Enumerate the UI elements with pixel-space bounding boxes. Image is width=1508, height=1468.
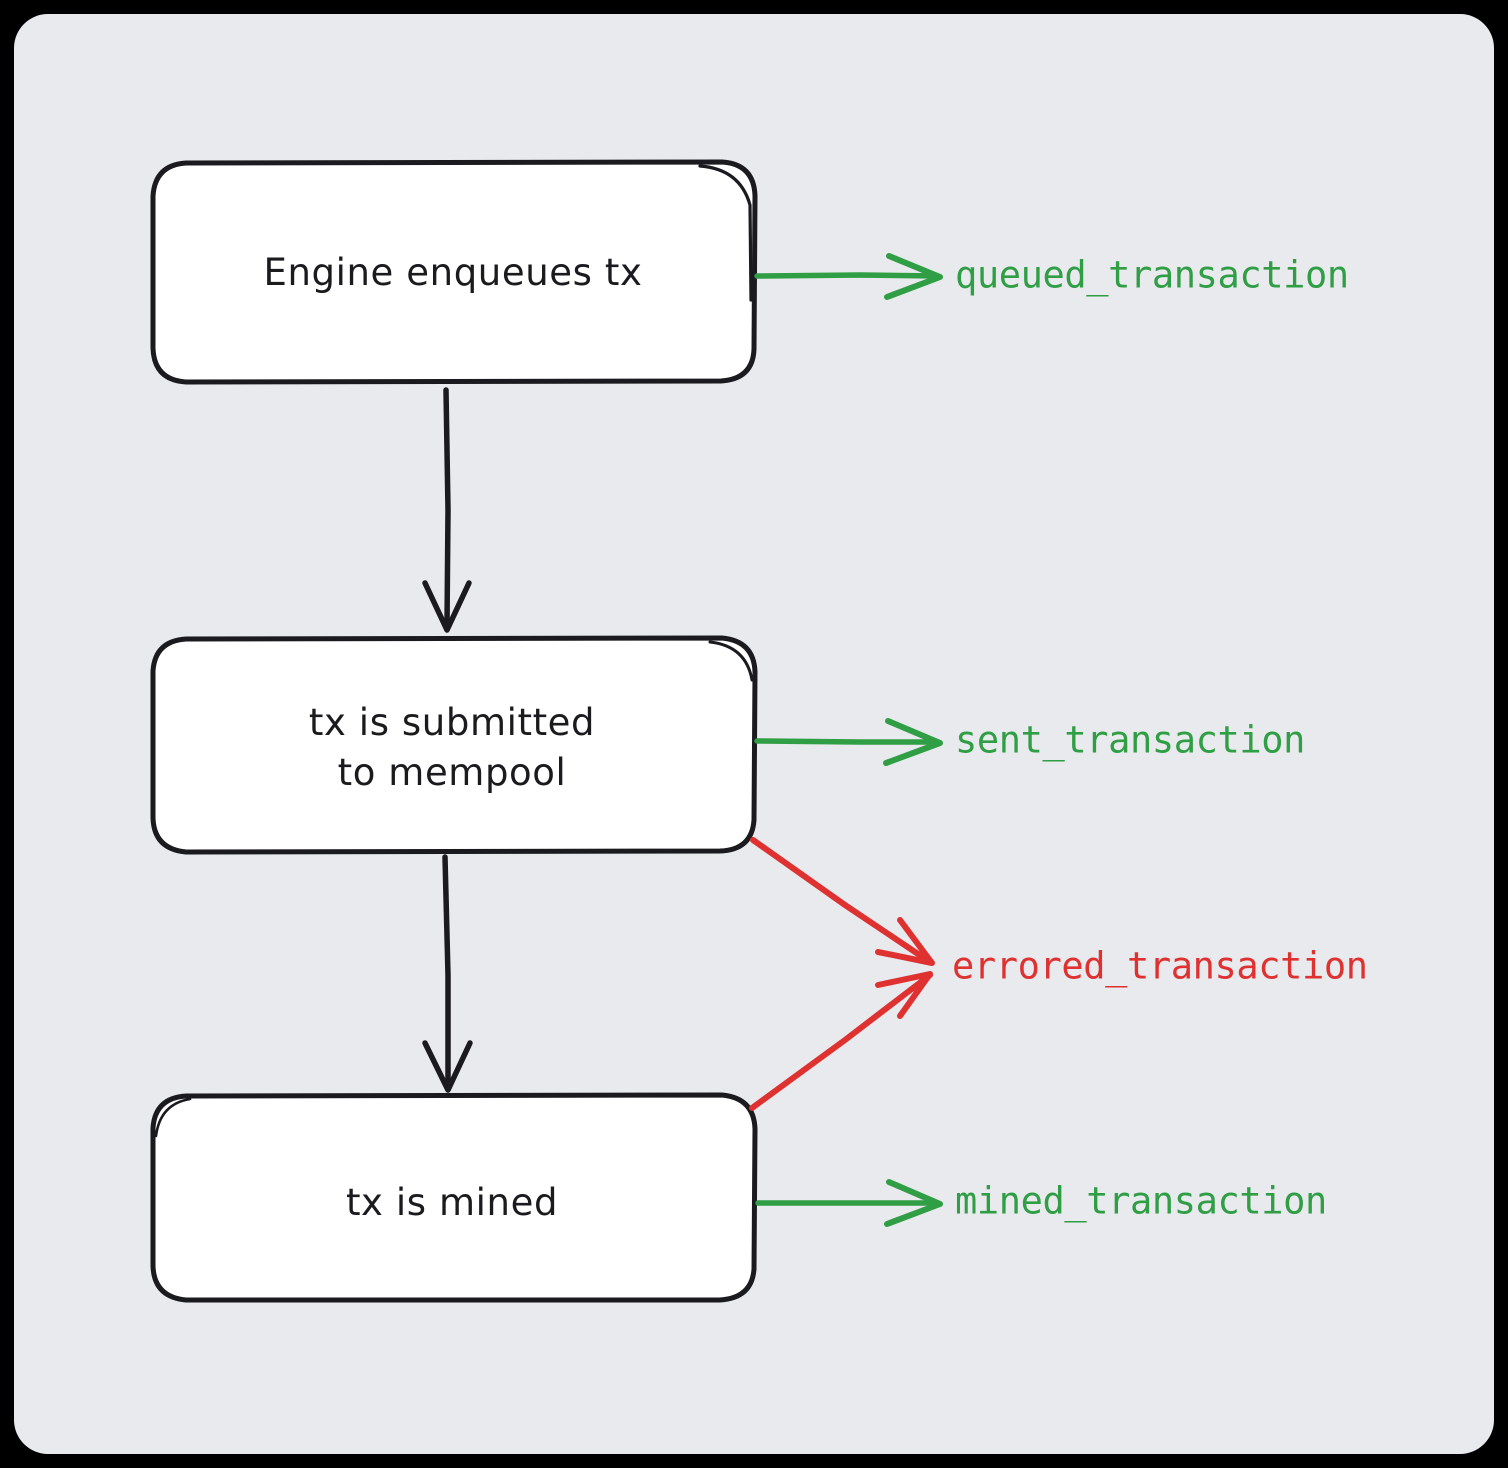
node-mined-label: tx is mined xyxy=(346,1181,558,1224)
edge-mempool-to-mined-arrowhead xyxy=(422,1040,473,1093)
node-enqueue-label: Engine enqueues tx xyxy=(264,251,643,294)
edge-errored-from-mempool xyxy=(750,837,935,966)
edge-sent-transaction xyxy=(754,718,943,766)
node-enqueue-shape xyxy=(150,159,758,385)
label-errored-transaction: errored_transaction xyxy=(952,945,1368,989)
node-mempool-label-line1: tx is submitted xyxy=(309,701,595,744)
node-mined-shape xyxy=(150,1092,758,1303)
node-mempool-label-line2: to mempool xyxy=(338,751,567,794)
edge-queued-arrow-line xyxy=(754,272,941,279)
edge-errored-from-mempool-arrowhead xyxy=(875,917,935,966)
edge-enqueue-to-mempool-arrowhead xyxy=(422,580,472,633)
edge-enqueue-to-mempool-line xyxy=(443,387,451,628)
edge-errored-from-mined-arrowhead xyxy=(875,971,933,1019)
edge-mined-transaction xyxy=(755,1179,943,1227)
node-enqueue-sketch-overstroke xyxy=(698,164,753,302)
node-enqueue[interactable]: Engine enqueues tx xyxy=(150,159,758,385)
edge-errored-from-mempool-line xyxy=(750,837,933,965)
node-mempool[interactable]: tx is submitted to mempool xyxy=(150,635,758,855)
node-mempool-shape xyxy=(150,635,758,855)
edge-mempool-to-mined-line xyxy=(442,854,451,1088)
node-mined-sketch-overstroke xyxy=(154,1097,192,1138)
edge-sent-arrow-line xyxy=(754,738,941,745)
label-mined-transaction: mined_transaction xyxy=(955,1180,1327,1224)
edge-errored-from-mined-line xyxy=(749,972,933,1111)
label-sent-transaction: sent_transaction xyxy=(955,719,1305,763)
edge-enqueue-to-mempool xyxy=(422,387,472,633)
edge-queued-arrowhead xyxy=(884,253,943,300)
edge-mined-arrowhead xyxy=(884,1179,943,1227)
edge-queued-transaction xyxy=(754,253,943,300)
edge-mempool-to-mined xyxy=(422,854,473,1093)
node-mined[interactable]: tx is mined xyxy=(150,1092,758,1303)
edge-sent-arrowhead xyxy=(883,718,943,766)
node-mempool-sketch-overstroke xyxy=(708,640,754,682)
label-queued-transaction: queued_transaction xyxy=(955,254,1349,298)
edge-errored-from-mined xyxy=(749,971,933,1111)
